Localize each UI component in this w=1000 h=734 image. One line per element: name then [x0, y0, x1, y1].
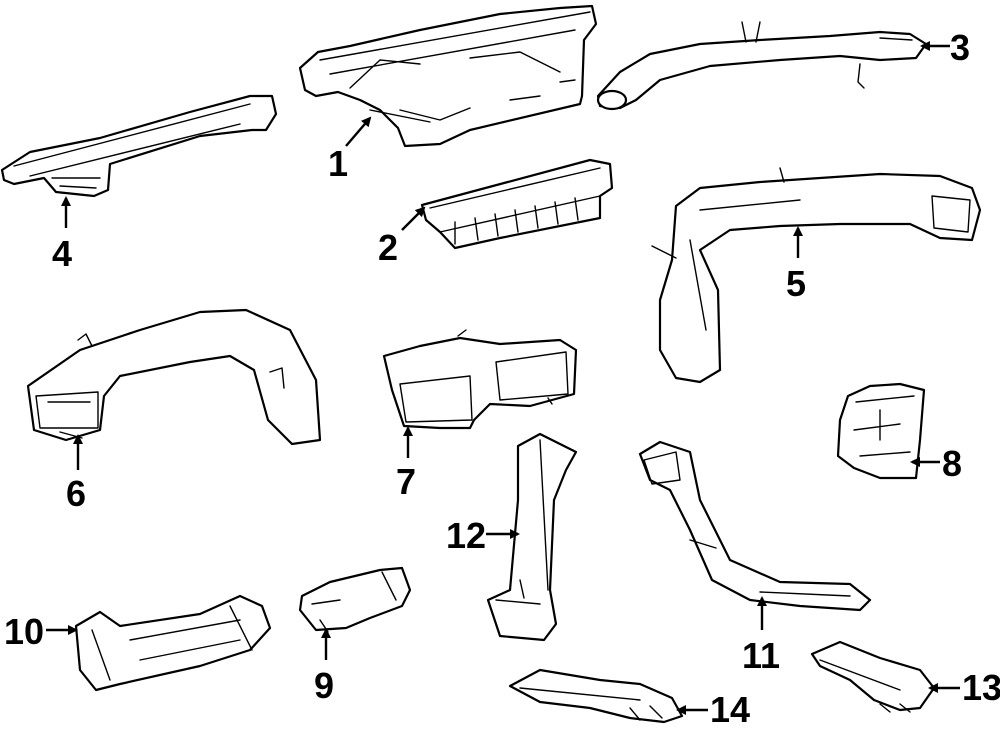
callout-8: 8	[942, 443, 962, 484]
callout-9: 9	[314, 665, 334, 706]
part-1-duct-frame	[298, 4, 598, 148]
part-4-defroster-duct	[0, 94, 278, 198]
callout-1: 1	[328, 143, 348, 184]
part-2-vent-grille	[420, 158, 614, 250]
callout-10: 10	[4, 611, 44, 652]
callout-labels: 1 2 3 4 5 6 7 8 9 10 11 12 13 14	[4, 27, 1000, 730]
callout-13: 13	[962, 667, 1000, 708]
callout-5: 5	[786, 263, 806, 304]
part-3-side-duct	[596, 21, 928, 111]
leader-lines	[46, 41, 960, 715]
callout-12: 12	[446, 515, 486, 556]
part-10-floor-duct	[74, 594, 272, 692]
part-8-duct-connector	[836, 382, 926, 480]
part-5-center-duct	[651, 167, 982, 384]
part-12-vertical-duct	[486, 432, 578, 642]
part-11-rear-floor-duct	[638, 440, 872, 612]
leader-2	[401, 206, 426, 231]
callout-14: 14	[710, 689, 750, 730]
part-7-center-register	[382, 329, 578, 430]
leader-1	[345, 116, 372, 147]
callout-3: 3	[950, 27, 970, 68]
callout-6: 6	[66, 473, 86, 514]
part-9-duct-elbow	[298, 566, 412, 633]
part-14-outlet-duct	[508, 668, 684, 724]
callout-7: 7	[396, 461, 416, 502]
part-13-rear-outlet-duct	[810, 640, 936, 713]
callout-4: 4	[52, 233, 72, 274]
part-6-side-register-duct	[26, 308, 322, 446]
callout-2: 2	[378, 227, 398, 268]
callout-11: 11	[742, 635, 780, 676]
